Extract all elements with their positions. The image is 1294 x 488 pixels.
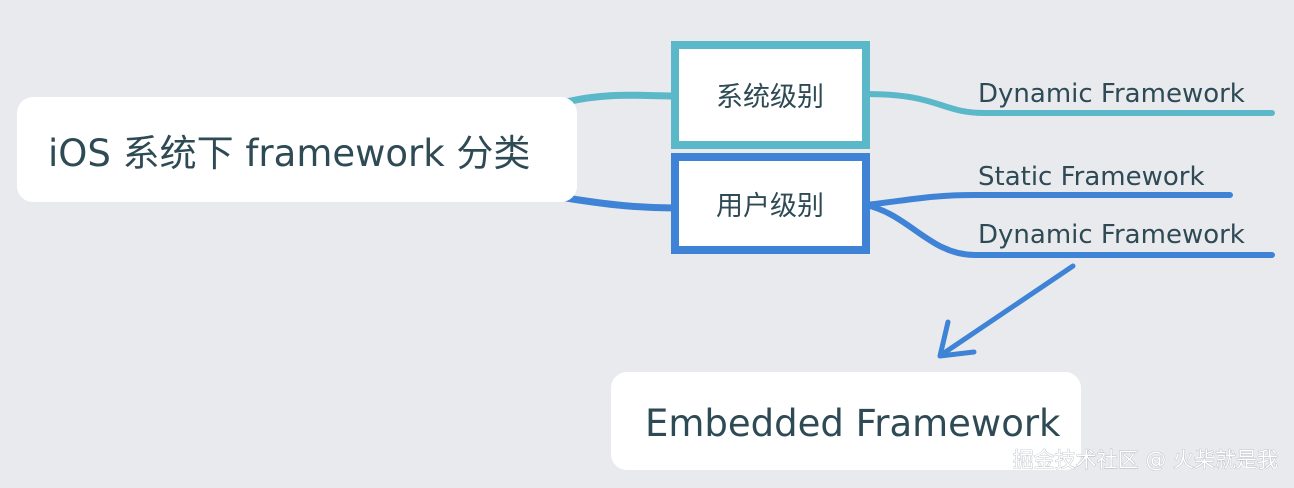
leaf-user-dynamic-framework: Dynamic Framework [978,220,1245,250]
user-level-node-label: 用户级别 [716,191,824,222]
callout-node-label: Embedded Framework [645,402,1061,445]
connector-root-to-system-level [562,91,679,106]
root-node-box [17,97,577,202]
connector-root-to-user-level [562,194,679,212]
system-level-node-box [671,41,870,149]
connector-system-level-to-dynamic-framework [863,91,1275,116]
leaf-system-dynamic-framework: Dynamic Framework [978,79,1245,109]
connector-user-level-to-dynamic-framework [863,202,1275,258]
callout-arrow-shaft [941,263,1076,356]
watermark-text: 掘金技术社区 @ 火柴就是我 [1013,448,1278,472]
callout-arrow-head [937,319,977,359]
connector-user-level-to-static-framework [863,192,1233,208]
callout-node-box [611,372,1081,470]
root-node-label: iOS 系统下 framework 分类 [48,132,530,175]
system-level-node-label: 系统级别 [716,82,824,113]
leaf-user-static-framework: Static Framework [978,162,1205,192]
user-level-node-box [671,153,870,254]
